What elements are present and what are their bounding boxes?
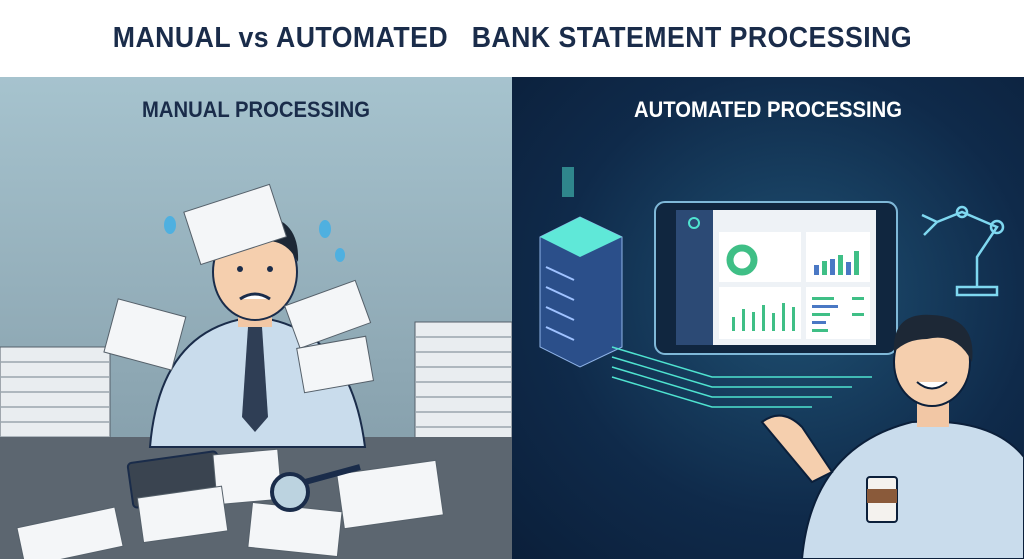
relaxed-man xyxy=(760,314,1024,559)
desk-papers xyxy=(16,448,444,559)
coffee-cup-icon xyxy=(866,476,898,523)
manual-processing-panel: MANUAL PROCESSING xyxy=(0,77,512,559)
magnifying-glass-icon xyxy=(270,464,361,512)
header: MANUAL vs AUTOMATED BANK STATEMENT PROCE… xyxy=(0,0,1024,77)
sweat-drops xyxy=(164,216,345,262)
manual-illustration xyxy=(0,183,512,559)
automated-illustration xyxy=(539,167,1024,559)
automated-processing-title: AUTOMATED PROCESSING xyxy=(633,97,903,122)
page-title: MANUAL vs AUTOMATED BANK STATEMENT PROCE… xyxy=(112,22,912,54)
logo-icon xyxy=(688,217,700,229)
automated-processing-panel: AUTOMATED PROCESSING xyxy=(512,77,1024,559)
tablet-dashboard xyxy=(654,201,898,355)
robot-arm-icon xyxy=(921,205,1005,297)
flying-papers xyxy=(103,183,375,394)
circuit-lines xyxy=(611,346,872,408)
manual-processing-title: MANUAL PROCESSING xyxy=(142,97,370,122)
server-icon xyxy=(539,167,623,368)
raised-hand xyxy=(760,414,834,484)
